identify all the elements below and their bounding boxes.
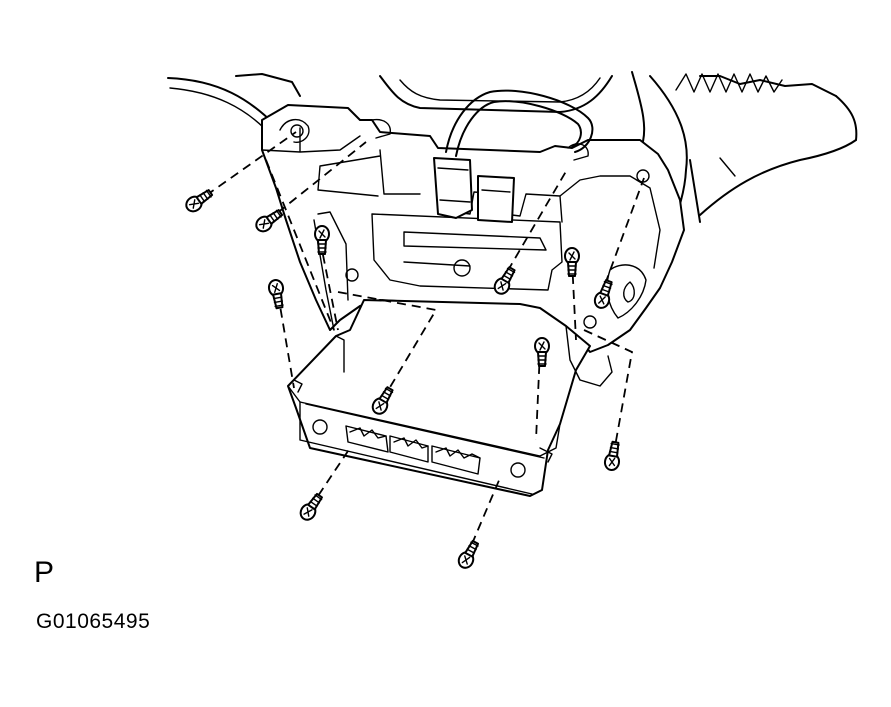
screw-9 <box>534 337 550 367</box>
screw-4 <box>267 279 285 310</box>
screw-11 <box>299 492 323 521</box>
screw-8 <box>371 386 394 415</box>
screw-2 <box>255 209 284 233</box>
figure-code-label: G01065495 <box>36 610 151 633</box>
screw-3 <box>314 225 330 255</box>
screw-6 <box>564 247 580 277</box>
screw-1 <box>185 189 214 213</box>
alignment-lines <box>193 131 645 559</box>
screw-10 <box>603 440 621 471</box>
upper-mounting-bracket <box>261 104 685 353</box>
screw-12 <box>457 539 480 569</box>
ecu-module <box>287 299 613 497</box>
screw-5 <box>493 266 516 295</box>
wire-harness <box>445 89 594 157</box>
view-letter-label: P <box>34 556 55 589</box>
electrical-connector <box>433 157 515 223</box>
screw-7 <box>593 279 613 309</box>
